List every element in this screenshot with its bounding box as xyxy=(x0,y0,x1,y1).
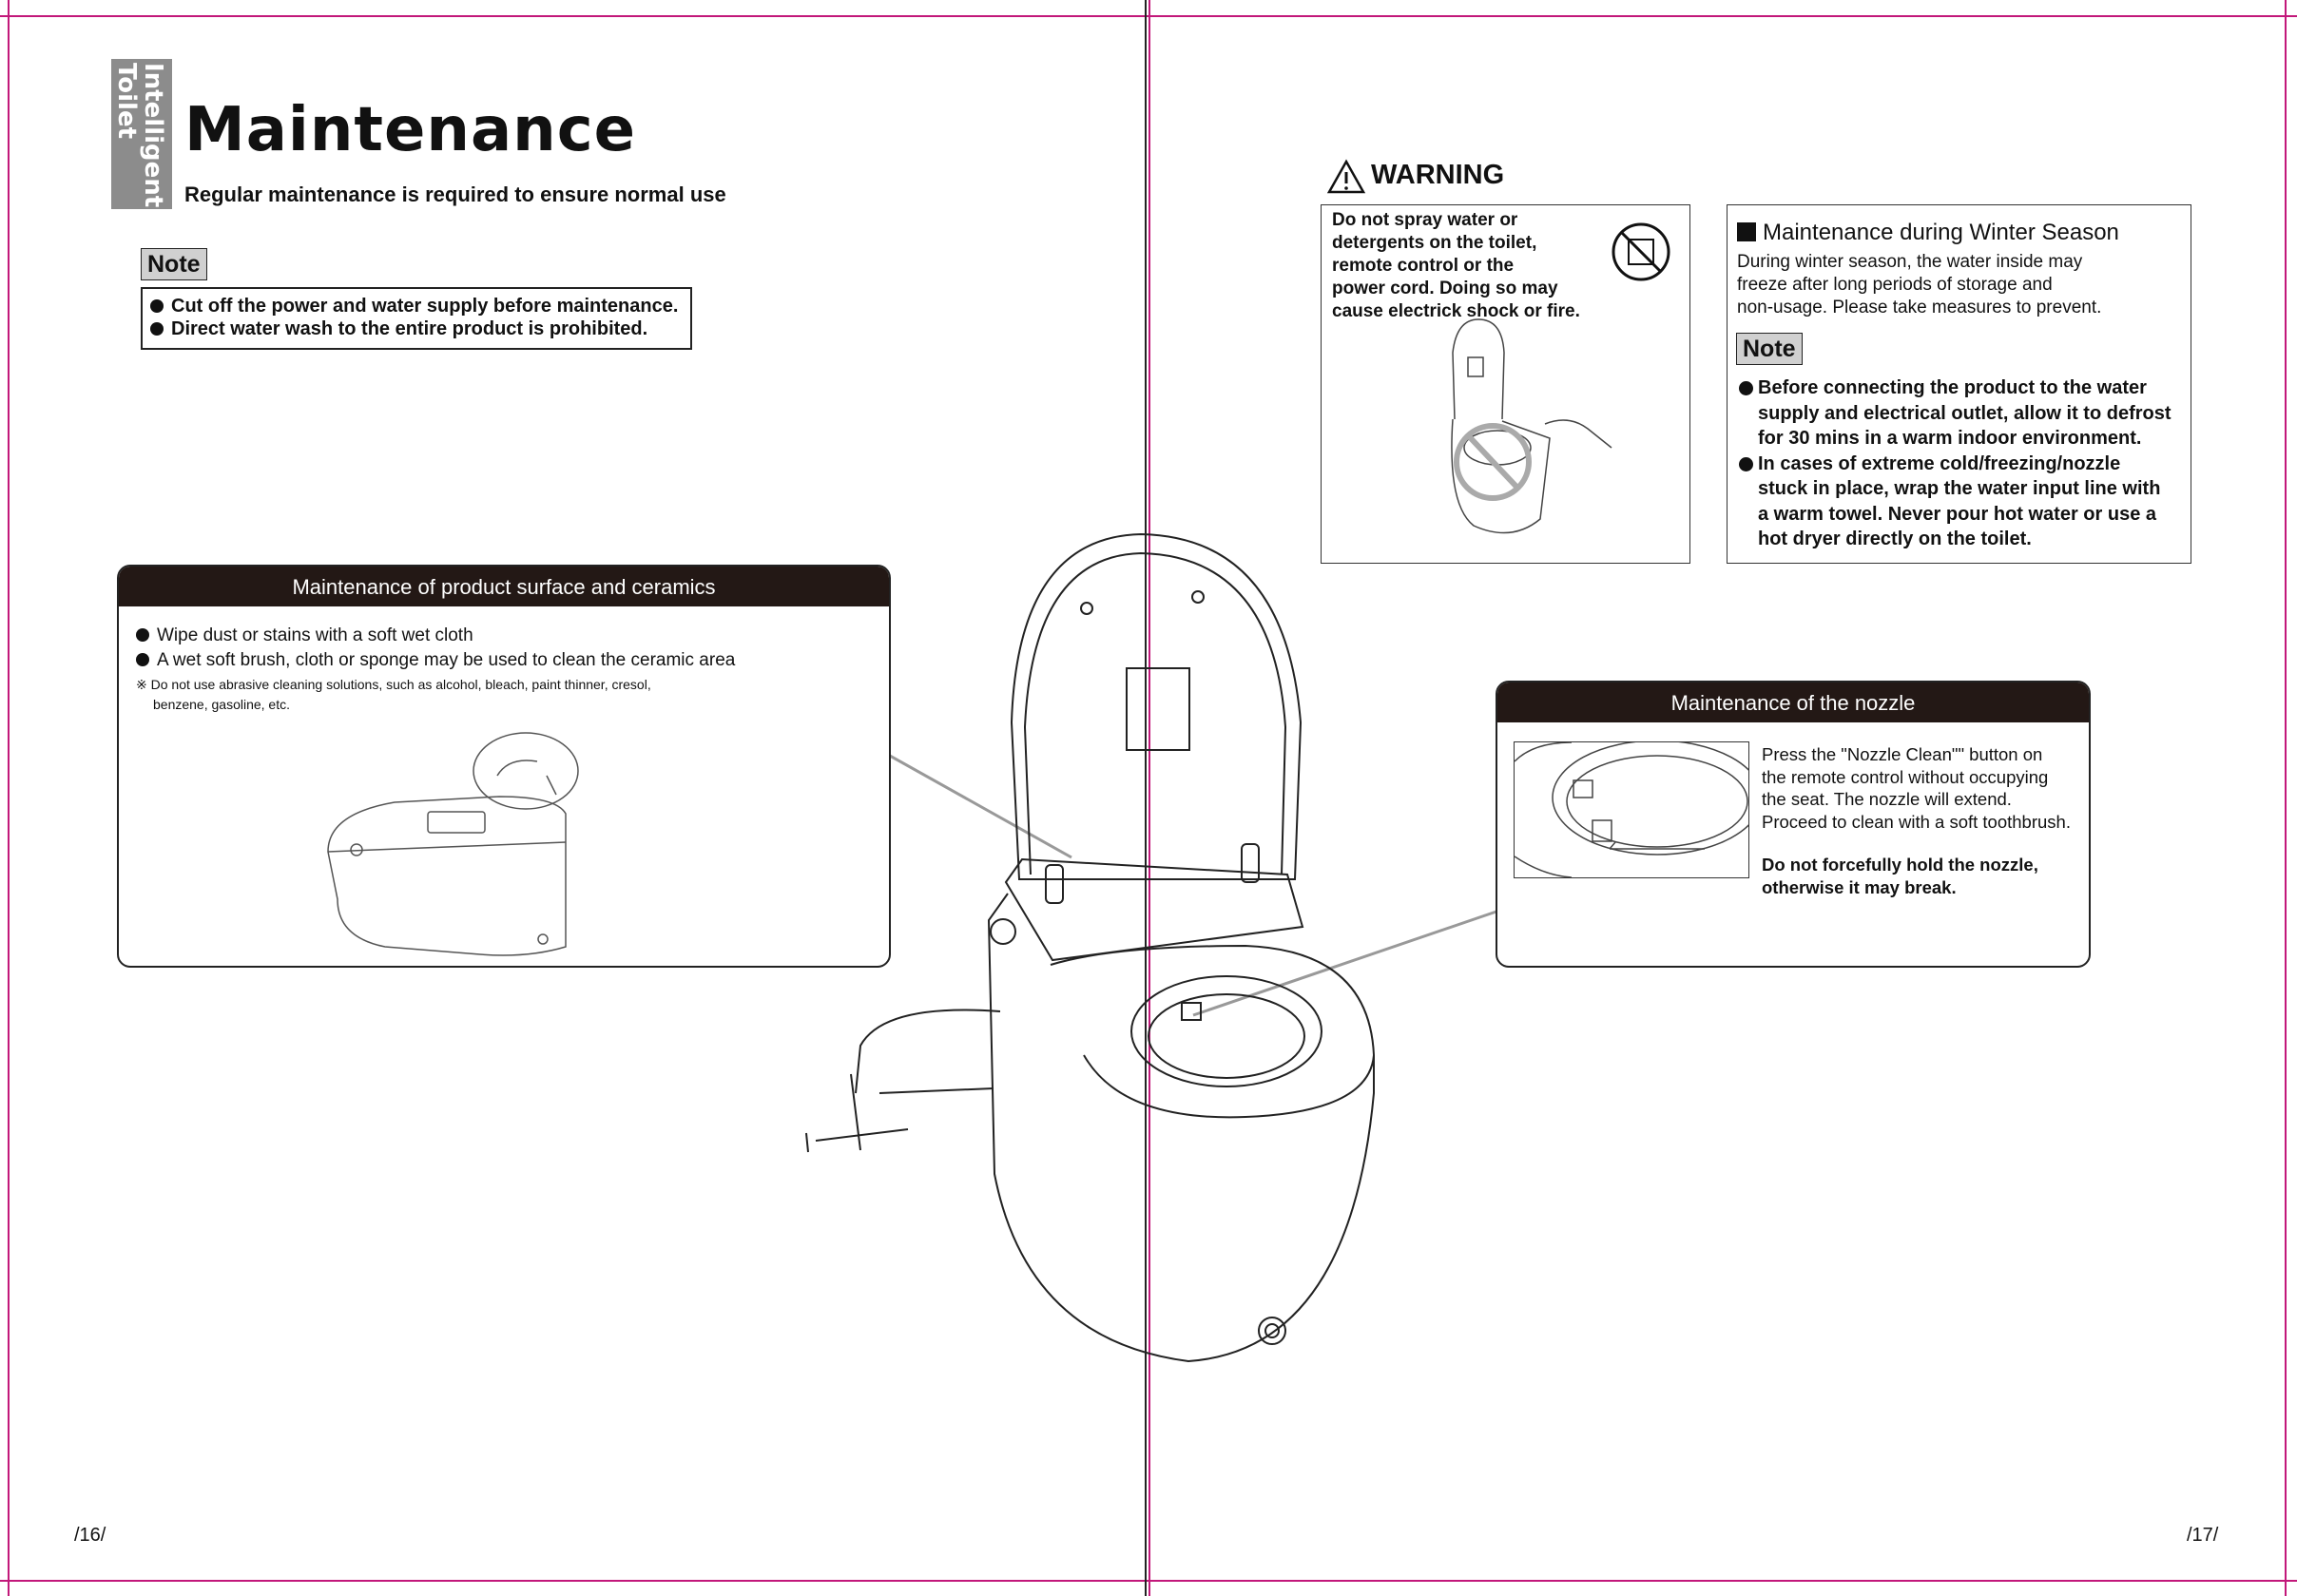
page-title: Maintenance xyxy=(184,95,637,165)
surface-caution: ※ Do not use abrasive cleaning solutions… xyxy=(136,677,651,712)
square-bullet-icon xyxy=(1737,222,1756,241)
leader-line-nozzle xyxy=(1192,899,1528,1017)
warning-title: WARNING xyxy=(1371,160,1505,190)
page-subtitle: Regular maintenance is required to ensur… xyxy=(184,183,726,206)
nozzle-panel-title: Maintenance of the nozzle xyxy=(1497,683,2089,722)
page-number-left: /16/ xyxy=(74,1525,106,1546)
surface-item: Wipe dust or stains with a soft wet clot… xyxy=(136,624,735,648)
note-item: Cut off the power and water supply befor… xyxy=(150,295,690,317)
nozzle-closeup-illustration xyxy=(1514,740,1763,878)
note-box-left: Cut off the power and water supply befor… xyxy=(141,287,692,350)
note-tag-winter: Note xyxy=(1736,333,1803,365)
note-tag-left: Note xyxy=(141,248,207,280)
trim-line-center xyxy=(1148,0,1150,1596)
wiping-illustration xyxy=(327,732,579,956)
winter-note-item: Before connecting the product to the wat… xyxy=(1739,375,2195,452)
nozzle-instructions: Press the "Nozzle Clean"" button on the … xyxy=(1762,744,2071,832)
winter-title: Maintenance during Winter Season xyxy=(1737,220,2119,246)
surface-instructions: Wipe dust or stains with a soft wet clot… xyxy=(136,624,735,673)
winter-notes: Before connecting the product to the wat… xyxy=(1739,375,2195,552)
surface-maintenance-panel: Maintenance of product surface and ceram… xyxy=(117,565,891,968)
surface-item: A wet soft brush, cloth or sponge may be… xyxy=(136,648,735,673)
warning-box: Do not spray water or detergents on the … xyxy=(1321,204,1690,564)
winter-note-item: In cases of extreme cold/freezing/nozzle… xyxy=(1739,452,2195,552)
warning-triangle-icon xyxy=(1326,159,1366,194)
page-number-right: /17/ xyxy=(2187,1525,2219,1546)
nozzle-maintenance-panel: Maintenance of the nozzle Press the "Noz… xyxy=(1496,681,2091,968)
trim-line-left xyxy=(8,0,10,1596)
trim-line-right xyxy=(2285,0,2287,1596)
winter-description: During winter season, the water inside m… xyxy=(1737,252,2102,317)
no-spray-toilet-illustration xyxy=(1451,318,1612,534)
section-side-tab: Intelligent Toilet xyxy=(111,59,172,209)
nozzle-warning: Do not forcefully hold the nozzle, other… xyxy=(1762,855,2038,897)
note-item: Direct water wash to the entire product … xyxy=(150,317,690,340)
surface-panel-title: Maintenance of product surface and ceram… xyxy=(119,567,889,606)
winter-maintenance-box: Maintenance during Winter Season During … xyxy=(1727,204,2191,564)
no-water-spray-icon xyxy=(1612,222,1670,281)
page-fold xyxy=(1145,0,1147,1596)
warning-text: Do not spray water or detergents on the … xyxy=(1332,210,1580,321)
